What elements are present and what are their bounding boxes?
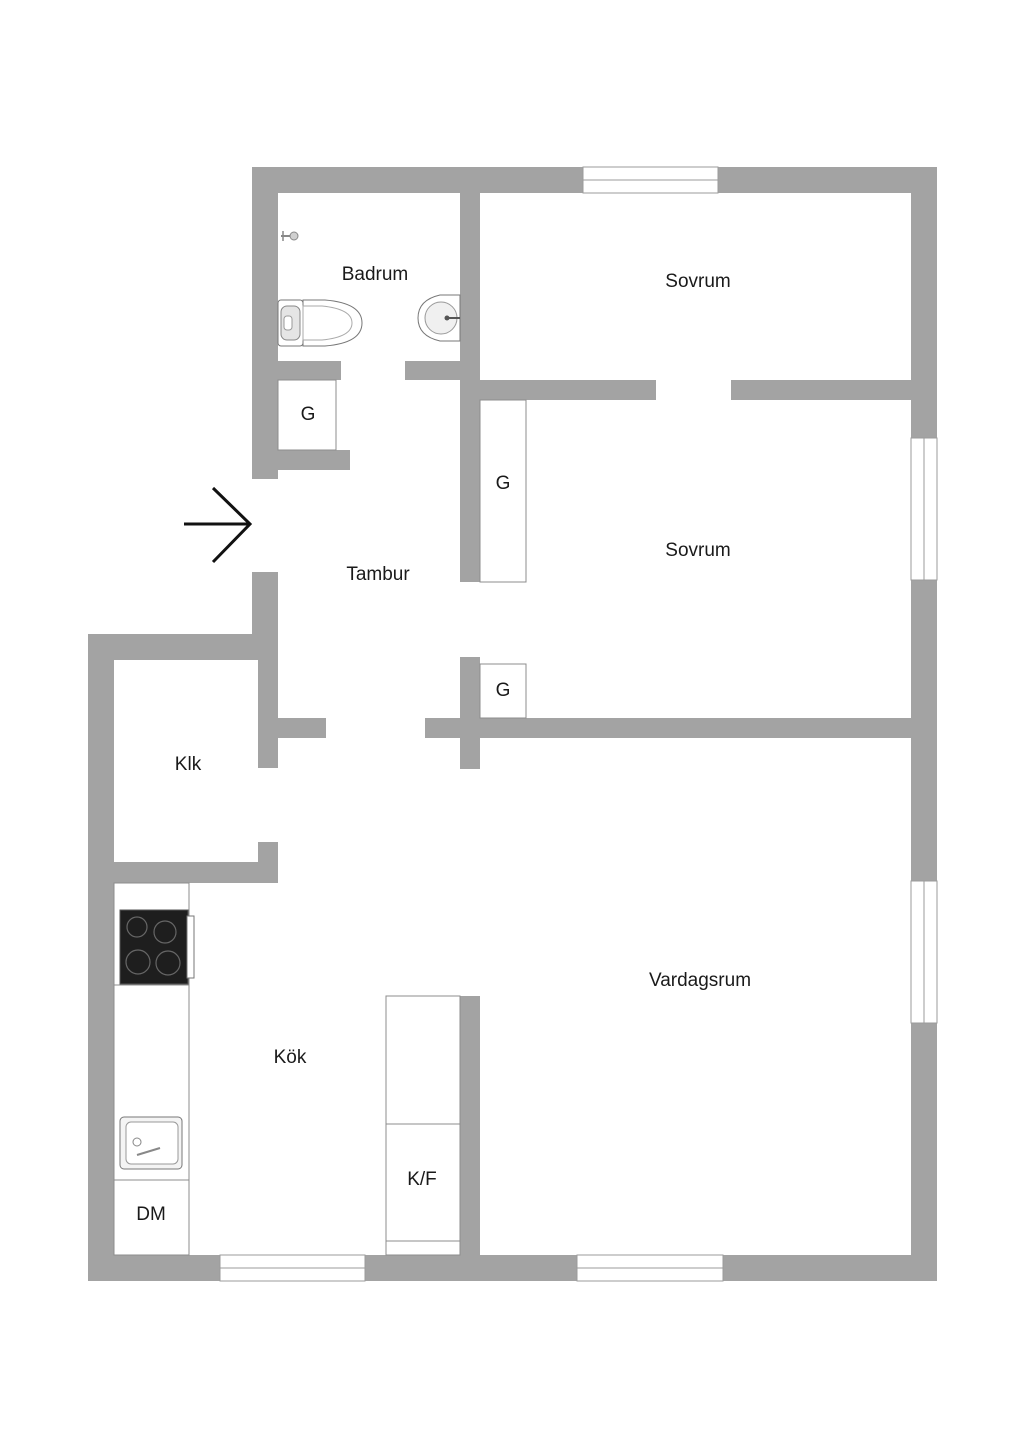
wall-sovrum-vardagsrum	[425, 718, 913, 738]
outer-wall-left-mid	[252, 572, 278, 660]
wall-tambur-right-upper	[460, 380, 480, 582]
wall-klk-right-upper	[258, 660, 278, 768]
room-label-sovrum-middle: Sovrum	[665, 540, 730, 561]
fixtures	[113, 231, 527, 1256]
outer-wall-left-lower	[88, 634, 114, 1281]
stove-icon	[119, 909, 195, 985]
window-right-vardagsrum	[910, 880, 938, 1024]
outer-wall-right	[911, 167, 937, 1281]
closet-label-sovrum-tall: G	[496, 473, 511, 494]
closet-tambur	[277, 379, 337, 451]
fridge-freezer-unit	[385, 995, 461, 1256]
window-bottom-vardagsrum	[576, 1254, 724, 1282]
dishwasher-label: DM	[136, 1204, 166, 1225]
wall-klk-door-stub	[278, 718, 326, 738]
room-label-kok: Kök	[274, 1047, 307, 1068]
room-label-vardagsrum: Vardagsrum	[649, 970, 751, 991]
outer-wall-step	[88, 634, 278, 660]
fixture-labels: G G G K/F DM	[136, 404, 510, 1225]
walls	[88, 167, 937, 1281]
room-label-klk: Klk	[175, 754, 202, 775]
outer-wall-left-upper	[252, 167, 278, 479]
closet-label-sovrum-small: G	[496, 680, 511, 701]
window-right-sovrum	[910, 437, 938, 581]
wall-sovrum-divider-left	[460, 380, 656, 400]
room-label-badrum: Badrum	[342, 264, 409, 285]
window-top	[582, 166, 719, 194]
room-label-sovrum-top: Sovrum	[665, 271, 730, 292]
window-bottom-kitchen	[219, 1254, 366, 1282]
fridge-freezer-label: K/F	[407, 1169, 437, 1190]
room-label-tambur: Tambur	[346, 564, 410, 585]
closet-label-tambur: G	[301, 404, 316, 425]
kitchen-sink-icon	[119, 1116, 183, 1170]
closet-sovrum-tall	[479, 399, 527, 583]
toilet-icon	[277, 299, 363, 347]
room-labels: Badrum Sovrum Sovrum Tambur Klk Kök Vard…	[175, 264, 751, 1068]
windows	[219, 166, 938, 1282]
wall-klk-bottom	[114, 862, 278, 883]
wall-bath-right	[460, 167, 480, 382]
outer-wall-bottom	[88, 1255, 937, 1281]
towel-hook-icon	[281, 231, 299, 241]
wall-closet-bottom	[278, 450, 350, 470]
entrance-arrow-icon	[184, 486, 253, 564]
closet-sovrum-small	[479, 663, 527, 719]
washbasin-icon	[417, 294, 461, 342]
wall-sovrum-divider-right	[731, 380, 913, 400]
wall-tambur-right-lower	[460, 657, 480, 769]
wall-bath-bottom-right	[405, 361, 480, 380]
wall-bath-bottom-left	[278, 361, 341, 380]
wall-kitchen-living	[460, 996, 480, 1256]
